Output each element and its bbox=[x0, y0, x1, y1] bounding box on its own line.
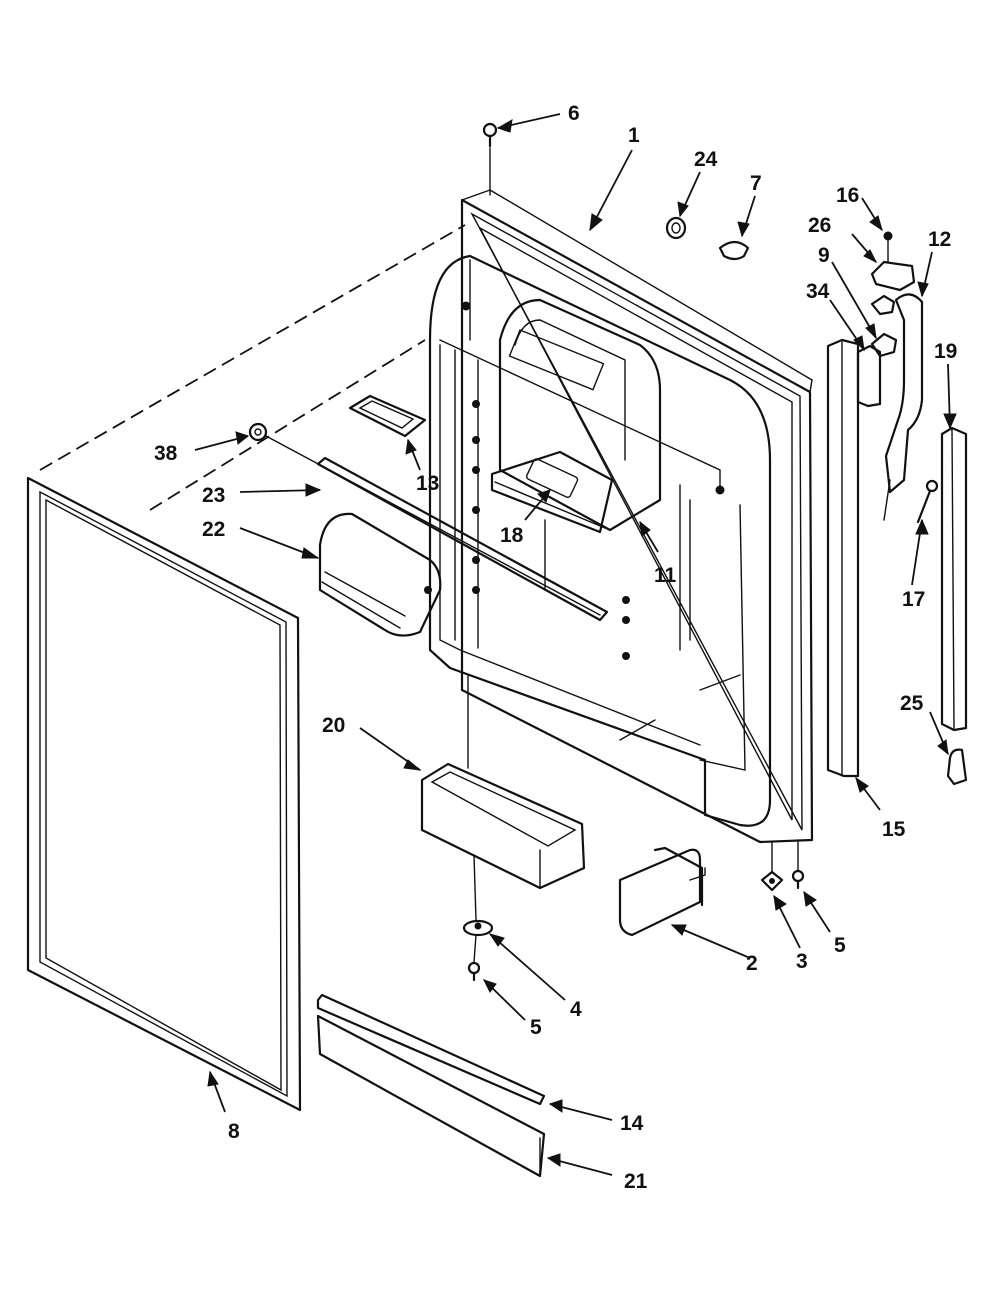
nut-24 bbox=[665, 216, 687, 240]
hinge-block bbox=[870, 294, 898, 358]
spacer-34 bbox=[856, 344, 882, 408]
callout-7: 7 bbox=[750, 172, 762, 195]
end-cap-25 bbox=[946, 748, 968, 786]
callout-18: 18 bbox=[500, 524, 524, 547]
callout-38: 38 bbox=[154, 442, 178, 465]
callout-11: 11 bbox=[654, 564, 677, 587]
callout-17: 17 bbox=[902, 588, 925, 611]
door-gasket bbox=[26, 476, 302, 1112]
callout-labels: 6 1 24 7 16 26 12 9 34 19 38 13 23 22 18… bbox=[154, 102, 957, 1193]
door-handle bbox=[883, 293, 924, 521]
callout-34: 34 bbox=[806, 280, 830, 303]
callout-14: 14 bbox=[620, 1112, 644, 1135]
door-bin bbox=[420, 675, 586, 890]
arrowheads bbox=[207, 119, 957, 1167]
trim-strip bbox=[316, 993, 546, 1106]
callout-1: 1 bbox=[628, 124, 640, 147]
callout-21: 21 bbox=[624, 1170, 648, 1193]
callout-5-left: 5 bbox=[530, 1016, 542, 1039]
pin-17 bbox=[916, 479, 939, 524]
callout-2: 2 bbox=[746, 952, 758, 975]
hinge-plate bbox=[618, 846, 706, 937]
callout-25: 25 bbox=[900, 692, 924, 715]
trim-19 bbox=[940, 426, 968, 732]
callout-4: 4 bbox=[570, 998, 582, 1021]
door-strip bbox=[826, 338, 860, 778]
screw-5-right bbox=[791, 839, 805, 890]
bushing bbox=[760, 841, 784, 892]
screw-5-left bbox=[467, 934, 481, 982]
hinge-cap bbox=[870, 231, 916, 292]
screw-38 bbox=[248, 422, 601, 616]
screw-6-top bbox=[482, 122, 498, 196]
panel-13 bbox=[348, 394, 427, 438]
callout-12: 12 bbox=[928, 228, 951, 251]
callout-5-right: 5 bbox=[834, 934, 846, 957]
door-liner bbox=[428, 189, 814, 844]
callout-3: 3 bbox=[796, 950, 808, 973]
kick-plate bbox=[316, 1014, 546, 1178]
shelf-rail bbox=[316, 456, 609, 622]
plug-7 bbox=[718, 240, 750, 261]
callout-16: 16 bbox=[836, 184, 859, 207]
butter-door bbox=[490, 450, 614, 534]
callout-20: 20 bbox=[322, 714, 345, 737]
callout-19: 19 bbox=[934, 340, 957, 363]
callout-13: 13 bbox=[416, 472, 439, 495]
cabinet-outline bbox=[39, 224, 466, 511]
callout-8: 8 bbox=[228, 1120, 240, 1143]
callout-9: 9 bbox=[818, 244, 830, 267]
callout-26: 26 bbox=[808, 214, 831, 237]
callout-23: 23 bbox=[202, 484, 225, 507]
hinge-washer bbox=[462, 854, 494, 937]
callout-15: 15 bbox=[882, 818, 906, 841]
dairy-bin bbox=[318, 512, 442, 637]
callout-22: 22 bbox=[202, 518, 225, 541]
callout-24: 24 bbox=[694, 148, 718, 171]
callout-6-top: 6 bbox=[568, 102, 580, 125]
butter-compartment bbox=[498, 298, 662, 532]
